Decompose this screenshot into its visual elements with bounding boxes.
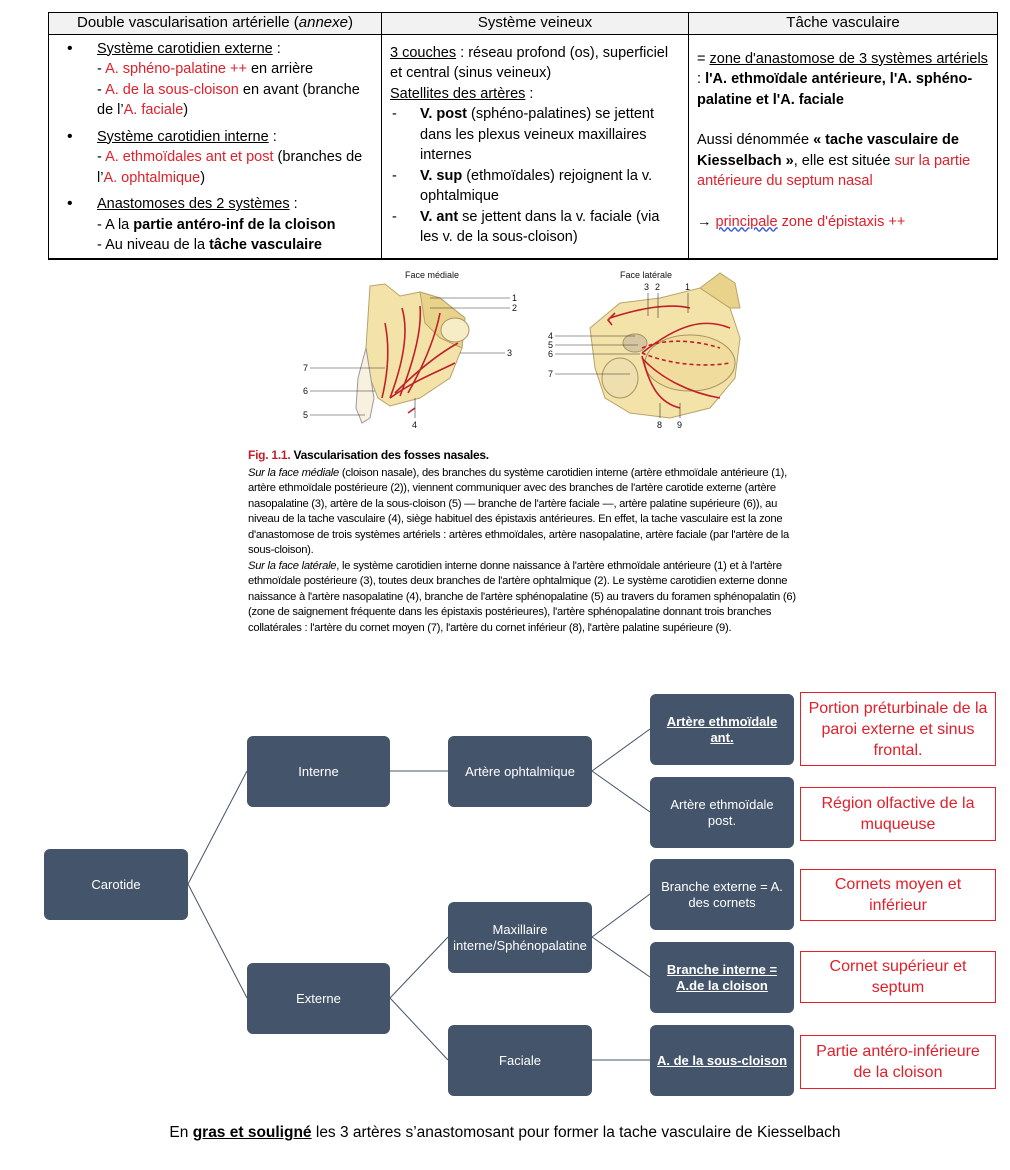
lateral-label-2: 2: [655, 282, 660, 292]
header-tache-vasculaire: Tâche vasculaire: [688, 12, 998, 35]
node-branche-externe: Branche externe = A. des cornets: [650, 859, 794, 930]
medial-face-title: Face médiale: [405, 270, 459, 280]
int-system-title: Système carotidien interne :: [57, 127, 373, 148]
medial-label-7: 7: [303, 363, 308, 373]
node-faciale: Faciale: [448, 1025, 592, 1096]
footer-note: En gras et souligné les 3 artères s’anas…: [169, 1124, 841, 1141]
anatomy-illustration: Face médiale 1 2 3 4 5 6 7 Face latérale: [303, 270, 741, 430]
region-box-2: Région olfactive de la muqueuse: [800, 787, 996, 841]
diagram-connectors: [187, 728, 651, 1061]
ext-system-title: Système carotidien externe :: [57, 39, 373, 60]
region-box-3: Cornets moyen et inférieur: [800, 869, 996, 921]
vascularisation-table: Double vascularisation artérielle (annex…: [48, 12, 998, 260]
medial-label-2: 2: [512, 303, 517, 313]
anastomoses-line2: - Au niveau de la tâche vasculaire: [97, 237, 322, 253]
node-maxillaire: Maxillaire interne/Sphénopalatine: [448, 902, 592, 973]
table-header-row: Double vascularisation artérielle (annex…: [48, 12, 998, 35]
medial-label-3: 3: [507, 348, 512, 358]
anatomy-figure: Face médiale 1 2 3 4 5 6 7 Face latérale: [290, 268, 770, 433]
tache-kiesselbach: Aussi dénommée « tache vasculaire de Kie…: [697, 132, 971, 189]
header-systeme-veineux: Système veineux: [381, 12, 689, 35]
venous-layers: 3 couches : réseau profond (os), superfi…: [390, 44, 669, 82]
venous-ant: V. ant se jettent dans la v. faciale (vi…: [390, 207, 680, 248]
node-carotide: Carotide: [44, 849, 188, 920]
region-box-5: Partie antéro-inférieure de la cloison: [800, 1035, 996, 1089]
cell-tache: = zone d'anastomose de 3 systèmes artéri…: [688, 33, 998, 260]
node-sous-cloison: A. de la sous-cloison: [650, 1025, 794, 1096]
header-double-vascularisation: Double vascularisation artérielle (annex…: [48, 12, 382, 35]
table-body-row: Système carotidien externe : - A. sphéno…: [48, 33, 998, 260]
caption-medial: Sur la face médiale (cloison nasale), de…: [248, 466, 790, 557]
cell-arterial: Système carotidien externe : - A. sphéno…: [48, 33, 382, 260]
lateral-label-9: 9: [677, 420, 682, 430]
caption-title: Fig. 1.1. Vascularisation des fosses nas…: [248, 448, 489, 462]
node-ophtalmique: Artère ophtalmique: [448, 736, 592, 807]
lateral-label-4: 4: [548, 331, 553, 341]
medial-label-4: 4: [412, 420, 417, 430]
node-externe: Externe: [247, 963, 390, 1034]
lateral-face-title: Face latérale: [620, 270, 672, 280]
lateral-label-5: 5: [548, 340, 553, 350]
region-box-1: Portion préturbinale de la paroi externe…: [800, 692, 996, 766]
lateral-label-1: 1: [685, 282, 690, 292]
node-ethmoidale-post: Artère ethmoïdale post.: [650, 777, 794, 848]
node-branche-interne: Branche interne = A.de la cloison: [650, 942, 794, 1013]
medial-label-1: 1: [512, 293, 517, 303]
ext-system-line1: - A. sphéno-palatine ++ en arrière: [97, 61, 314, 77]
anastomoses-title: Anastomoses des 2 systèmes :: [57, 194, 373, 215]
caption-lateral: Sur la face latérale, le système carotid…: [248, 559, 796, 634]
node-interne: Interne: [247, 736, 390, 807]
node-ethmoidale-ant: Artère ethmoïdale ant.: [650, 694, 794, 765]
cell-venous: 3 couches : réseau profond (os), superfi…: [381, 33, 689, 260]
region-box-4: Cornet supérieur et septum: [800, 951, 996, 1003]
anastomoses-line1: - A la partie antéro-inf de la cloison: [97, 216, 336, 233]
int-system-line1: - A. ethmoïdales ant et post (branches d…: [97, 149, 363, 186]
venous-post: V. post (sphéno-palatines) se jettent da…: [390, 104, 680, 166]
figure-caption: Fig. 1.1. Vascularisation des fosses nas…: [248, 448, 798, 636]
lateral-label-6: 6: [548, 349, 553, 359]
medial-label-5: 5: [303, 410, 308, 420]
tache-definition: = zone d'anastomose de 3 systèmes artéri…: [697, 50, 988, 108]
venous-sup: V. sup (ethmoïdales) rejoignent la v. op…: [390, 166, 680, 207]
lateral-label-3: 3: [644, 282, 649, 292]
lateral-label-8: 8: [657, 420, 662, 430]
medial-label-6: 6: [303, 386, 308, 396]
lateral-label-7: 7: [548, 369, 553, 379]
ext-system-line2: - A. de la sous-cloison en avant (branch…: [97, 81, 360, 119]
venous-satellites: Satellites des artères :: [390, 85, 534, 102]
tache-epistaxis: → principale zone d'épistaxis ++: [697, 213, 906, 230]
